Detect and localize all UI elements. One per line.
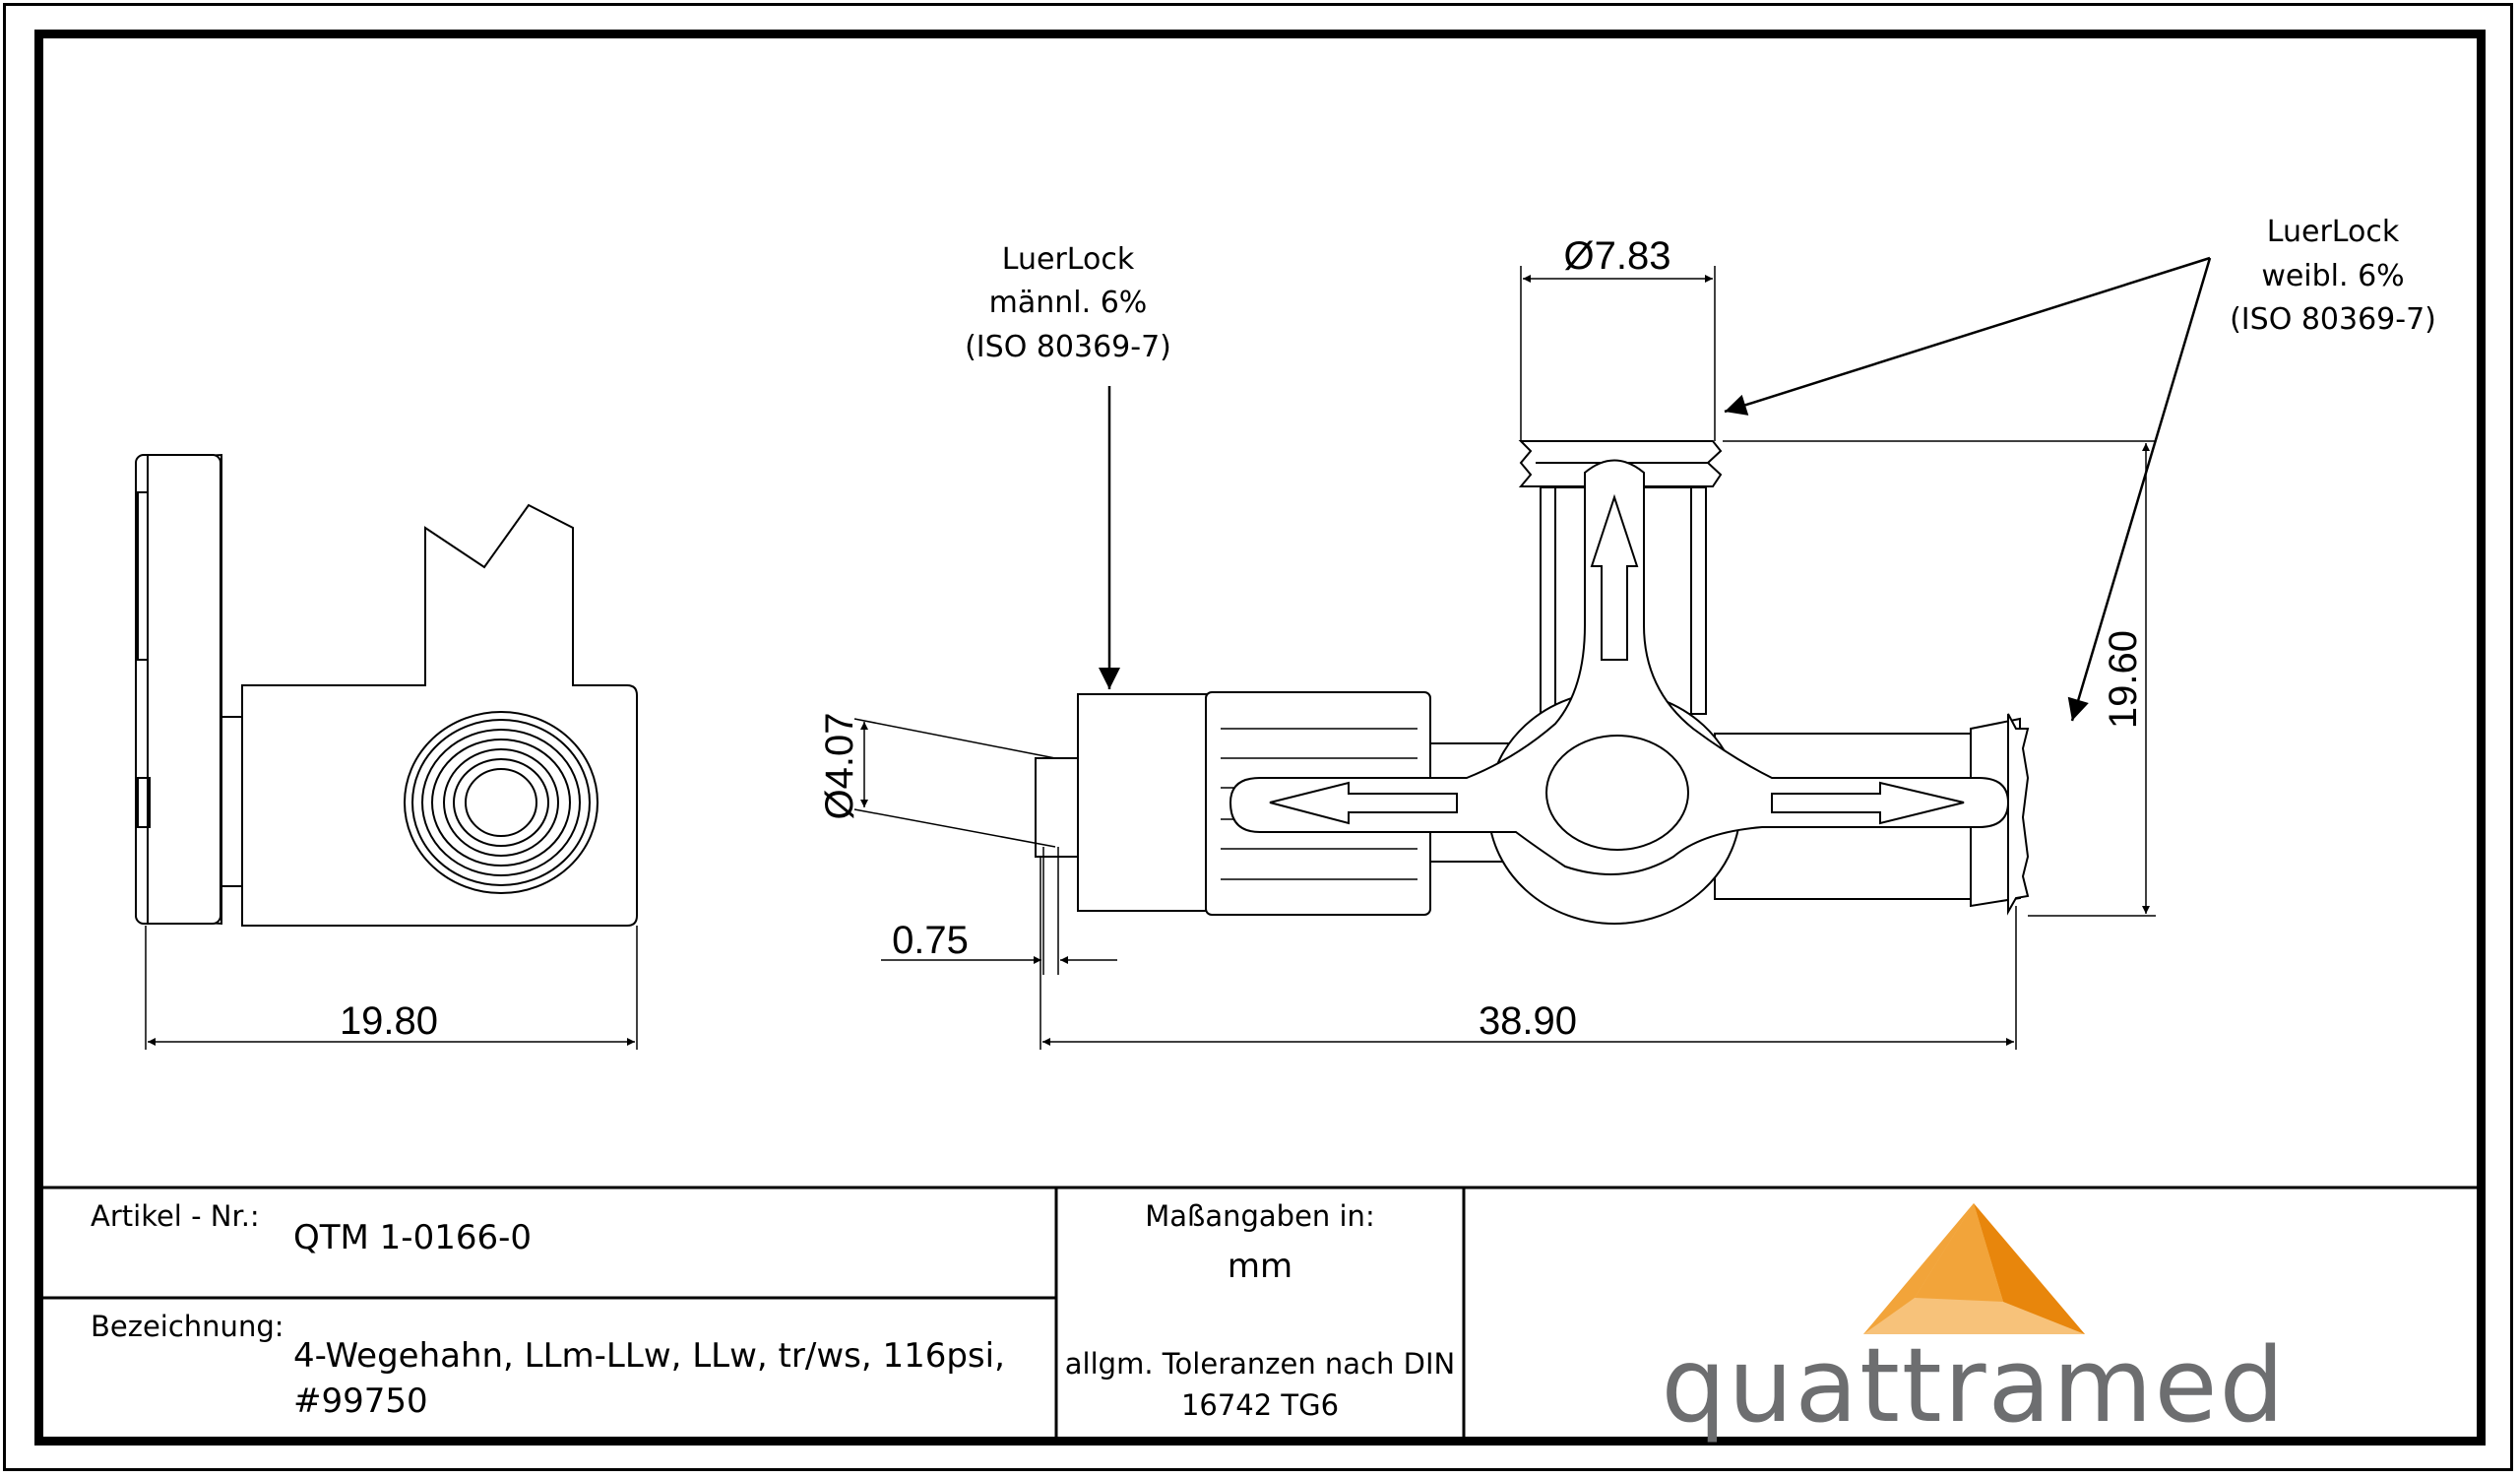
- callout-male-line3: (ISO 80369-7): [965, 330, 1171, 364]
- dim-width-side-label: 19.80: [340, 999, 438, 1043]
- logo-triangle-left: [1863, 1203, 1974, 1334]
- units-label: Maßangaben in:: [1145, 1199, 1375, 1233]
- dim-height-port: [1723, 440, 2156, 917]
- designation-line2: #99750: [293, 1382, 428, 1421]
- dim-length-total: [1040, 857, 2017, 1050]
- logo-triangle-center: [1915, 1203, 2003, 1302]
- drawing-frame: [34, 30, 2486, 1446]
- dim-luer-diameter-label: Ø4.07: [818, 713, 861, 820]
- designation-line1: 4-Wegehahn, LLm-LLw, LLw, tr/ws, 116psi,: [293, 1336, 1005, 1376]
- quattramed-logo: quattramed: [1661, 1203, 2286, 1446]
- dim-luer-diameter: [853, 718, 1056, 848]
- outer-frame: [3, 3, 2513, 1471]
- callout-female-line1: LuerLock: [2267, 215, 2400, 249]
- dim-port-diameter-label: Ø7.83: [1564, 234, 1671, 278]
- tolerance-line1: allgm. Toleranzen nach DIN: [1064, 1347, 1456, 1381]
- callout-female-line2: weibl. 6%: [2261, 259, 2404, 293]
- dim-width-side: [145, 926, 638, 1050]
- callout-male: LuerLock männl. 6% (ISO 80369-7): [965, 242, 1171, 689]
- title-block-grid: [39, 1186, 2481, 1441]
- side-view: [135, 453, 638, 927]
- article-label: Artikel - Nr.:: [91, 1199, 260, 1233]
- article-value: QTM 1-0166-0: [293, 1218, 533, 1257]
- callout-male-line1: LuerLock: [1002, 242, 1135, 277]
- dim-height-port-label: 19.60: [2102, 630, 2145, 729]
- dim-offset: [881, 847, 1117, 975]
- logo-triangle-right: [1974, 1203, 2085, 1334]
- callout-female: LuerLock weibl. 6% (ISO 80369-7): [1724, 215, 2436, 722]
- tolerance-line2: 16742 TG6: [1180, 1388, 1340, 1422]
- front-view: [1035, 440, 2030, 925]
- designation-label: Bezeichnung:: [91, 1310, 284, 1343]
- dim-length-total-label: 38.90: [1479, 999, 1577, 1043]
- logo-wordmark: quattramed: [1661, 1325, 2286, 1446]
- dim-offset-label: 0.75: [892, 919, 969, 962]
- dim-port-diameter: [1520, 266, 1716, 441]
- callout-male-line2: männl. 6%: [989, 286, 1148, 320]
- callout-female-line3: (ISO 80369-7): [2230, 302, 2436, 337]
- units-value: mm: [1227, 1247, 1293, 1286]
